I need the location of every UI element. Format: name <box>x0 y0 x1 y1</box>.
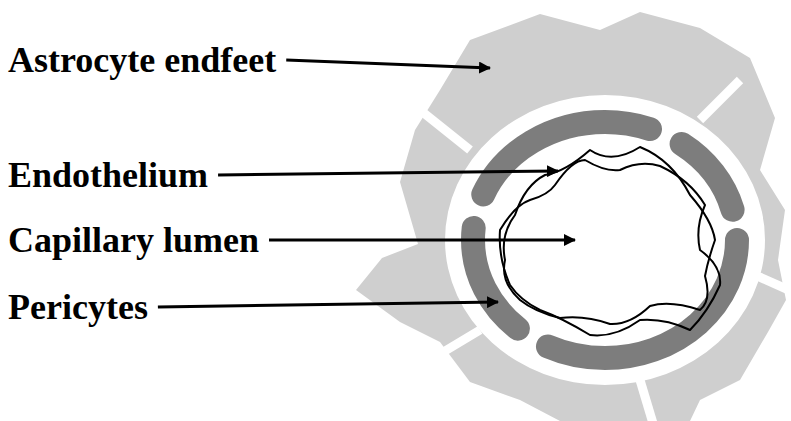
part-label: Endothelium <box>8 157 208 193</box>
astrocyte-endfeet <box>356 12 786 421</box>
leader-arrow <box>158 302 498 307</box>
part-label: Astrocyte endfeet <box>8 42 276 78</box>
leader-arrow <box>218 171 558 175</box>
part-label: Capillary lumen <box>8 222 259 258</box>
leader-arrow <box>286 60 490 68</box>
endothelium-outline <box>500 160 720 335</box>
leader-arrow <box>269 239 575 242</box>
part-label: Pericytes <box>8 289 148 325</box>
endfeet-gaps <box>420 80 791 421</box>
endothelium-outline <box>504 147 715 324</box>
